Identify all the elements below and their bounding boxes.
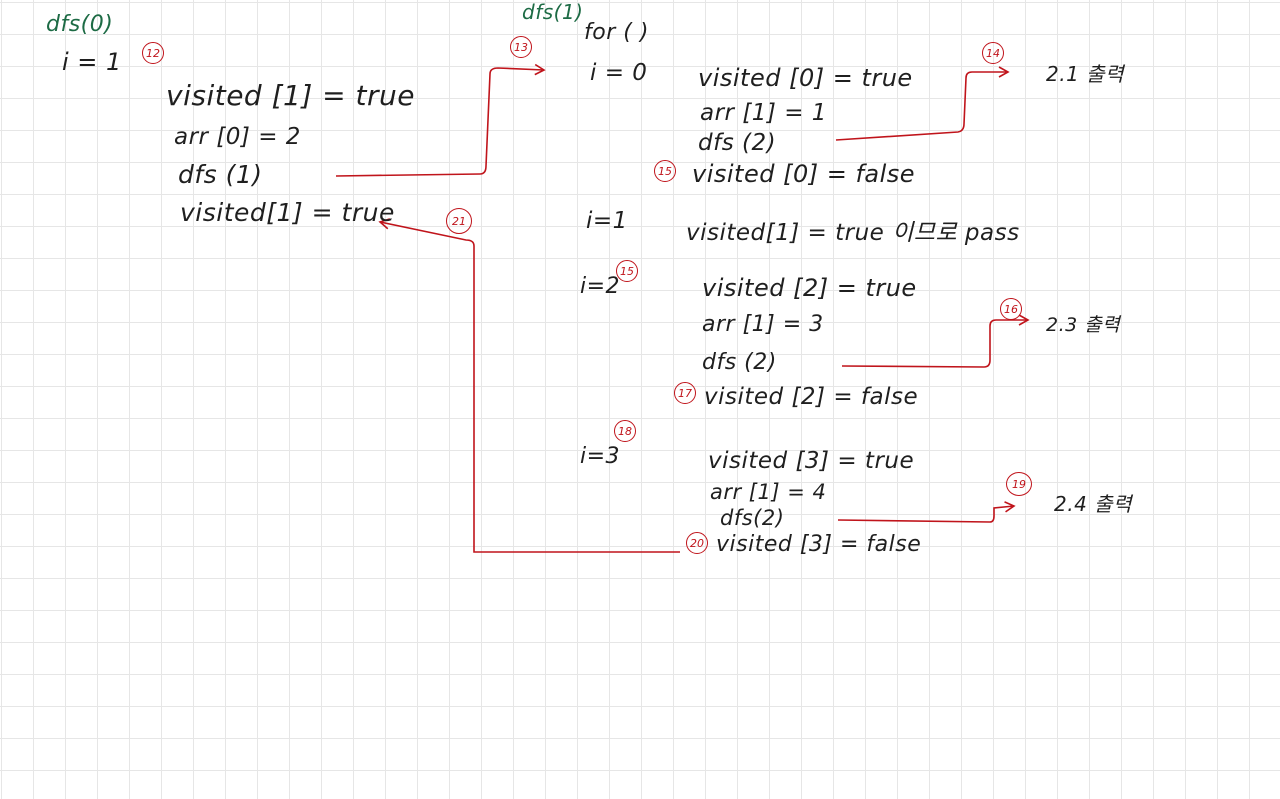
i3-line-visited-false: visited [3] = false — [716, 532, 922, 557]
step-badge: 12 — [142, 42, 164, 64]
i2-line-dfs: dfs (2) — [702, 350, 777, 375]
i0-label: i = 0 — [590, 60, 648, 86]
i3-label: i=3 — [580, 444, 621, 469]
i1-line-pass: visited[1] = true 이므로 pass — [686, 220, 1020, 246]
i3-line-arr: arr [1] = 4 — [710, 480, 827, 504]
i0-line-dfs: dfs (2) — [698, 130, 777, 156]
arrow-call-i3 — [837, 501, 1016, 523]
i3-line-dfs: dfs(2) — [720, 506, 785, 530]
step-badge: 15 — [654, 160, 676, 182]
i2-line-visited-false: visited [2] = false — [704, 384, 919, 410]
i1-label: i=1 — [586, 208, 628, 234]
step-badge: 14 — [982, 42, 1004, 64]
arrow-call-i2 — [841, 314, 1030, 368]
arrow-return — [378, 218, 680, 553]
step-badge: 13 — [510, 36, 532, 58]
left-line-dfs-call: dfs (1) — [178, 160, 263, 189]
step-badge: 16 — [1000, 298, 1022, 320]
step-badge: 19 — [1006, 472, 1032, 496]
step-badge: 20 — [686, 532, 708, 554]
i0-line-visited-false: visited [0] = false — [692, 160, 916, 188]
arrow-call-dfs1 — [335, 63, 546, 177]
step-badge: 21 — [446, 208, 472, 234]
left-line-visited-return: visited[1] = true — [180, 198, 395, 227]
arrow-call-i0 — [835, 66, 1010, 141]
i0-line-visited: visited [0] = true — [698, 64, 913, 92]
left-i-label: i = 1 — [62, 48, 122, 76]
i0-line-arr: arr [1] = 1 — [700, 100, 827, 126]
left-line-visited: visited [1] = true — [166, 79, 415, 112]
left-line-arr: arr [0] = 2 — [174, 124, 301, 150]
step-badge: 15 — [616, 260, 638, 282]
i3-result: 2.4 출력 — [1054, 492, 1132, 516]
dfs0-header: dfs(0) — [46, 12, 114, 37]
i2-result: 2.3 출력 — [1046, 314, 1121, 336]
step-badge: 18 — [614, 420, 636, 442]
i3-line-visited: visited [3] = true — [708, 448, 915, 474]
i2-line-arr: arr [1] = 3 — [702, 312, 824, 337]
i2-label: i=2 — [580, 274, 621, 299]
i0-result: 2.1 출력 — [1046, 62, 1124, 86]
i2-line-visited: visited [2] = true — [702, 274, 917, 302]
step-badge: 17 — [674, 382, 696, 404]
dfs1-header: dfs(1) — [522, 0, 584, 24]
for-loop-line: for ( ) — [584, 20, 649, 45]
